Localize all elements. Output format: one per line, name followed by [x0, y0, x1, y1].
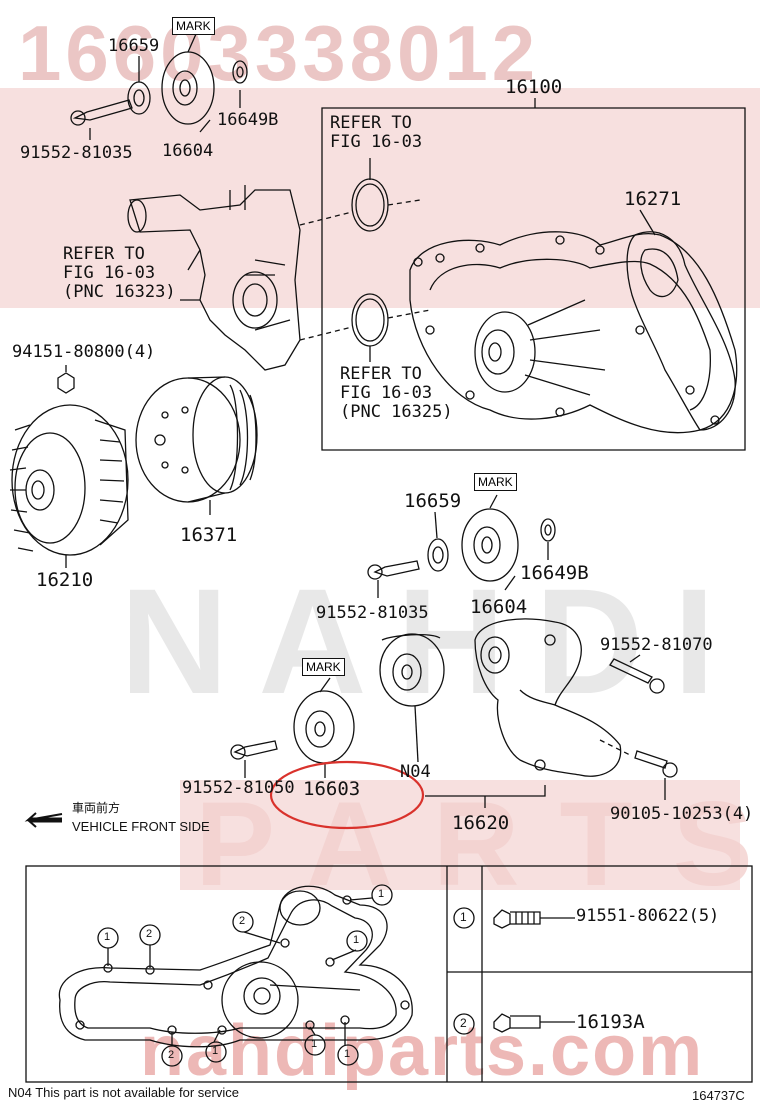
label-refer-16325-1: REFER TO [340, 364, 422, 384]
table-row2-num: 2 [460, 1016, 467, 1030]
callout-number: 1 [344, 1048, 351, 1060]
label-16659-mid: 16659 [404, 490, 462, 512]
table-row1-num: 1 [460, 910, 467, 924]
callout-number: 1 [212, 1045, 219, 1057]
mark-box-top: MARK [172, 17, 215, 35]
bolt-mid [373, 560, 420, 577]
gasket-16271 [626, 231, 736, 431]
table-bolt-2 [493, 1013, 511, 1033]
inlet-housing [129, 189, 301, 371]
idler-pulley-16604-top [161, 51, 215, 125]
bolt-top [72, 99, 133, 121]
label-refer-16323-3: (PNC 16323) [63, 282, 176, 302]
label-refer-16323-1: REFER TO [63, 244, 145, 264]
label-16271: 16271 [624, 188, 682, 210]
vehicle-front-arrow [24, 812, 63, 828]
callout-number: 1 [104, 931, 111, 943]
label-refer-upper-1: REFER TO [330, 113, 412, 133]
label-n04: N04 [400, 762, 431, 782]
callout-circles [97, 884, 475, 1067]
water-pump-housing [409, 231, 738, 434]
label-16620: 16620 [452, 812, 510, 834]
label-bolt-91552-81035-mid: 91552-81035 [316, 603, 429, 623]
label-16603: 16603 [303, 778, 361, 800]
table-row1-part: 91551-80622(5) [576, 906, 720, 926]
label-bolt-90105: 90105-10253(4) [610, 804, 754, 824]
callout-number: 2 [168, 1049, 175, 1061]
box-16100 [321, 107, 746, 451]
label-16659-top: 16659 [108, 36, 160, 56]
watermark-band-top [0, 88, 760, 308]
bolt-lower [233, 740, 278, 757]
bottom-table [25, 865, 753, 1083]
mark-box-low: MARK [302, 658, 345, 676]
gasket-outline [58, 885, 413, 1048]
gasket-holes [75, 895, 410, 1035]
fan-pulley-16371 [135, 376, 258, 503]
callout-number: 2 [239, 915, 246, 927]
washer-16649B-top [232, 60, 248, 84]
bolt-91552-81070 [609, 658, 653, 684]
tensioner-bracket-16620 [474, 618, 622, 777]
pulley-n04 [379, 633, 445, 707]
watermark-brand-parts: PARTS [195, 777, 760, 911]
callout-number: 1 [353, 934, 360, 946]
watermark-brand: NAHDI [120, 557, 745, 725]
nut-94151 [57, 372, 75, 394]
label-nut-94151: 94151-80800(4) [12, 342, 156, 362]
table-row2-part: 16193A [576, 1011, 645, 1033]
label-refer-upper-2: FIG 16-03 [330, 132, 423, 152]
mark-box-mid: MARK [474, 473, 517, 491]
label-16100: 16100 [505, 76, 563, 98]
washer-16659-top [127, 81, 151, 115]
label-refer-16325-2: FIG 16-03 [340, 383, 433, 403]
label-refer-16325-3: (PNC 16325) [340, 402, 453, 422]
watermark-part-number: 16603338012 [18, 9, 540, 97]
label-front-jp: 車両前方 [72, 801, 121, 815]
highlight-ellipse [269, 760, 425, 830]
label-refer-16323-2: FIG 16-03 [63, 263, 156, 283]
o-ring-lower [351, 293, 389, 347]
washer-16649B-mid [540, 518, 556, 542]
o-ring-upper [351, 178, 389, 232]
pump-hub [474, 311, 536, 393]
label-16649B-mid: 16649B [520, 562, 589, 584]
footnote: N04 This part is not available for servi… [8, 1085, 239, 1100]
idler-pulley-16604-mid [461, 508, 519, 582]
label-16649B-top: 16649B [217, 110, 279, 130]
label-16210: 16210 [36, 569, 94, 591]
label-16371: 16371 [180, 524, 238, 546]
label-16604-top: 16604 [162, 141, 214, 161]
idler-pulley-16603 [293, 690, 355, 764]
illustration-code: 164737C [692, 1088, 745, 1103]
watermark-band-bottom [180, 780, 740, 890]
label-bolt-91552-81050: 91552-81050 [182, 778, 295, 798]
label-16604-mid: 16604 [470, 596, 528, 618]
pump-bolt-holes [413, 235, 720, 425]
watermark-site: nahdiparts.com [140, 1011, 705, 1091]
washer-16659-mid [427, 538, 449, 572]
callout-number: 2 [146, 928, 153, 940]
label-bolt-91552-81035-top: 91552-81035 [20, 143, 133, 163]
bolt-90105 [634, 750, 668, 769]
fan-clutch-16210 [9, 404, 129, 556]
table-bolt-1 [493, 909, 511, 929]
callout-number: 1 [311, 1038, 318, 1050]
label-bolt-91552-81070: 91552-81070 [600, 635, 713, 655]
callout-number: 1 [378, 888, 385, 900]
label-front-en: VEHICLE FRONT SIDE [72, 819, 210, 834]
